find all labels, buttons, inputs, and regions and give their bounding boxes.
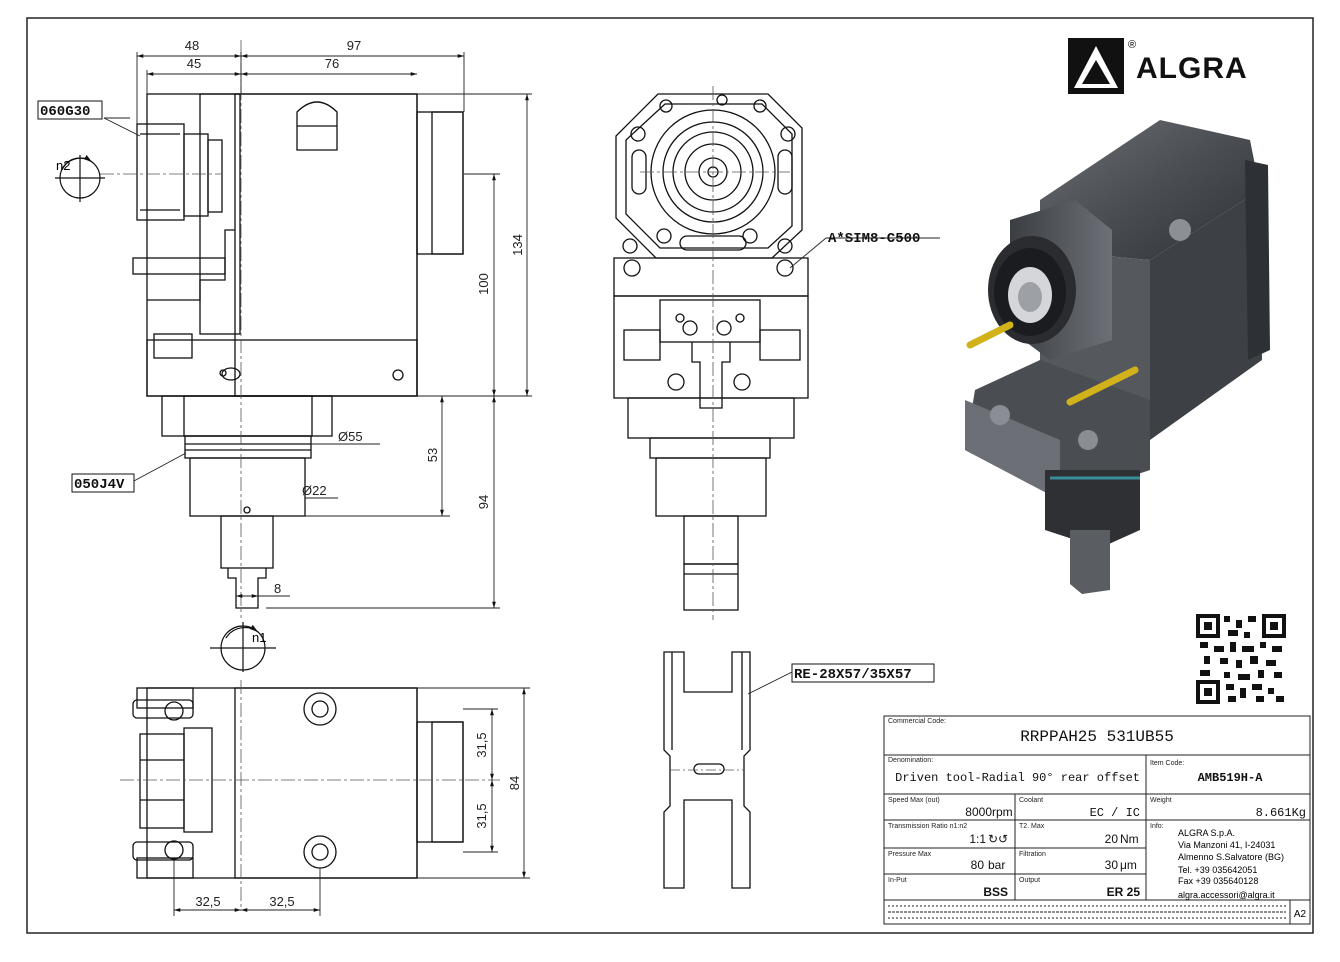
rotation-n2-icon [55,155,105,202]
isometric-render [965,120,1270,594]
side-view [613,93,809,611]
pressure-unit: bar [988,858,1005,872]
dim-d55: Ø55 [338,429,363,444]
algra-logo: ALGRA ® [1068,38,1248,94]
ratio-symbols: ↻↺ [988,832,1008,846]
filtration-unit: μm [1120,858,1137,872]
item-code: AMB519H-A [1198,771,1264,785]
dim-53: 53 [425,448,440,462]
pressure-value: 80 [971,858,985,872]
dim-31-5-top: 31,5 [474,732,489,757]
dim-32-5-right: 32,5 [269,894,294,909]
dim-97: 97 [347,38,361,53]
filtration-value: 30 [1105,858,1119,872]
commercial-code-label: Commercial Code: [888,718,946,725]
dim-76: 76 [325,56,339,71]
info-line-5: Fax +39 035640128 [1178,876,1258,886]
bottom-view [132,687,464,879]
brand-registered: ® [1128,39,1136,51]
title-block [883,715,1311,925]
info-line-6: algra.accessori@algra.it [1178,890,1275,900]
torque-label: T2. Max [1019,823,1045,830]
dim-45: 45 [187,56,201,71]
dim-d22: Ø22 [302,483,327,498]
filtration-label: Filtration [1019,851,1046,858]
dim-134: 134 [510,234,525,256]
input-value: BSS [983,885,1008,899]
dim-48: 48 [185,38,199,53]
callout-050j4v: 050J4V [74,477,125,493]
sheet-border [26,17,1314,934]
info-line-2: Via Manzoni 41, I-24031 [1178,840,1275,850]
info-label: Info: [1150,823,1164,830]
key-profile-view [663,651,751,889]
qr-code [1196,614,1286,704]
item-code-label: Item Code: [1150,760,1184,767]
speed-label: Speed Max (out) [888,797,940,804]
torque-value: 20 [1105,832,1119,846]
ratio-value: 1:1 [969,832,986,846]
dim-32-5-left: 32,5 [195,894,220,909]
speed-unit: rpm [992,805,1013,819]
weight-value: 8.661Kg [1256,806,1306,820]
info-line-1: ALGRA S.p.A. [1178,828,1235,838]
speed-value: 8000 [965,805,992,819]
denomination: Driven tool-Radial 90° rear offset [895,771,1140,785]
pressure-label: Pressure Max [888,851,932,858]
dim-84: 84 [507,776,522,790]
coolant-value: EC / IC [1090,806,1140,820]
ratio-label: Transmission Ratio n1:n2 [888,823,967,830]
dim-100: 100 [476,273,491,295]
front-view [132,93,464,609]
n1-label: n1 [252,630,266,645]
info-line-4: Tel. +39 035642051 [1178,865,1257,875]
callout-sim8: A*SIM8-C500 [828,231,920,247]
output-label: Output [1019,877,1040,884]
rotation-n1-icon [210,622,276,672]
dim-31-5-bottom: 31,5 [474,803,489,828]
output-value: ER 25 [1107,885,1141,899]
coolant-label: Coolant [1019,797,1043,804]
input-label: In-Put [888,877,907,884]
denomination-label: Denomination: [888,757,933,764]
info-line-3: Almenno S.Salvatore (BG) [1178,852,1284,862]
dim-94: 94 [476,495,491,509]
callout-060g30: 060G30 [40,104,90,120]
dim-8: 8 [274,581,281,596]
n2-label: n2 [56,158,70,173]
torque-unit: Nm [1120,832,1139,846]
commercial-code: RRPPAH25 531UB55 [1020,728,1174,746]
weight-label: Weight [1150,797,1172,804]
brand-name: ALGRA [1136,52,1248,85]
callout-re28: RE-28X57/35X57 [794,667,912,683]
sheet-size: A2 [1294,909,1307,920]
